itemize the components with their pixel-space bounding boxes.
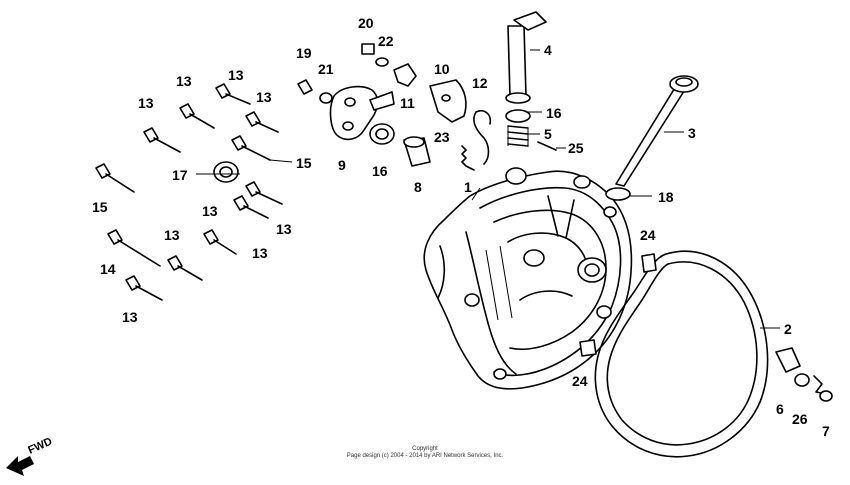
callout-25: 25 xyxy=(568,140,584,156)
callout-17: 17 xyxy=(172,167,188,183)
callout-6: 6 xyxy=(776,401,784,417)
callout-13-i: 13 xyxy=(122,309,138,325)
callout-13-g: 13 xyxy=(252,245,268,261)
bolt-set xyxy=(95,43,389,301)
copyright-notice: Copyright Page design (c) 2004 - 2014 by… xyxy=(0,446,850,460)
callout-4: 4 xyxy=(544,42,552,58)
clip-11 xyxy=(393,63,417,87)
spring-5 xyxy=(507,125,529,147)
dowel-pins xyxy=(579,253,657,357)
callout-24-b: 24 xyxy=(572,373,588,389)
callout-13-d: 13 xyxy=(138,95,154,111)
pin-25 xyxy=(537,141,557,151)
right-crankcase-cover xyxy=(423,167,633,390)
callout-13-f: 13 xyxy=(276,221,292,237)
bearing-17 xyxy=(213,161,239,183)
cover-gasket xyxy=(594,250,769,458)
copyright-line-2: Page design (c) 2004 - 2014 by ARI Netwo… xyxy=(346,453,504,459)
callout-19: 19 xyxy=(296,45,312,61)
bearing-16 xyxy=(369,123,395,145)
callout-13-a: 13 xyxy=(176,73,192,89)
callout-13-b: 13 xyxy=(228,67,244,83)
callout-15-a: 15 xyxy=(296,155,312,171)
callout-13-c: 13 xyxy=(256,89,272,105)
callout-13-h: 13 xyxy=(164,227,180,243)
parts-6-26-7 xyxy=(775,347,833,402)
callout-5: 5 xyxy=(544,126,552,142)
washer-16-upper xyxy=(505,109,531,123)
leader-lines xyxy=(196,49,780,329)
spring-12 xyxy=(473,109,492,165)
callout-16-upper: 16 xyxy=(546,105,562,121)
callout-24-a: 24 xyxy=(640,227,656,243)
callout-21: 21 xyxy=(318,61,334,77)
callout-11: 11 xyxy=(400,95,415,111)
pin-8 xyxy=(403,136,431,167)
callout-7: 7 xyxy=(822,423,830,439)
arm-9 xyxy=(329,85,395,141)
callout-labels: 20 22 19 21 4 10 12 11 16 5 25 3 13 13 1… xyxy=(92,15,830,439)
o-ring xyxy=(605,187,631,201)
callout-10: 10 xyxy=(434,61,450,77)
callout-3: 3 xyxy=(688,125,696,141)
copyright-line-1: Copyright xyxy=(412,446,438,452)
callout-14: 14 xyxy=(100,261,116,277)
callout-22: 22 xyxy=(378,33,394,49)
callout-26: 26 xyxy=(792,411,808,427)
plate-10 xyxy=(429,79,467,123)
callout-20: 20 xyxy=(358,15,374,31)
callout-18: 18 xyxy=(658,189,674,205)
callout-9: 9 xyxy=(338,157,346,173)
callout-8: 8 xyxy=(414,179,422,195)
callout-1: 1 xyxy=(464,179,472,195)
shaft-4 xyxy=(505,11,547,104)
callout-2: 2 xyxy=(784,321,792,337)
callout-13-e: 13 xyxy=(202,203,218,219)
callout-12: 12 xyxy=(472,75,488,91)
oil-dipstick xyxy=(615,75,699,187)
callout-15-b: 15 xyxy=(92,199,108,215)
callout-16-lower: 16 xyxy=(372,163,388,179)
callout-23: 23 xyxy=(434,129,450,145)
spring-23 xyxy=(461,145,475,171)
